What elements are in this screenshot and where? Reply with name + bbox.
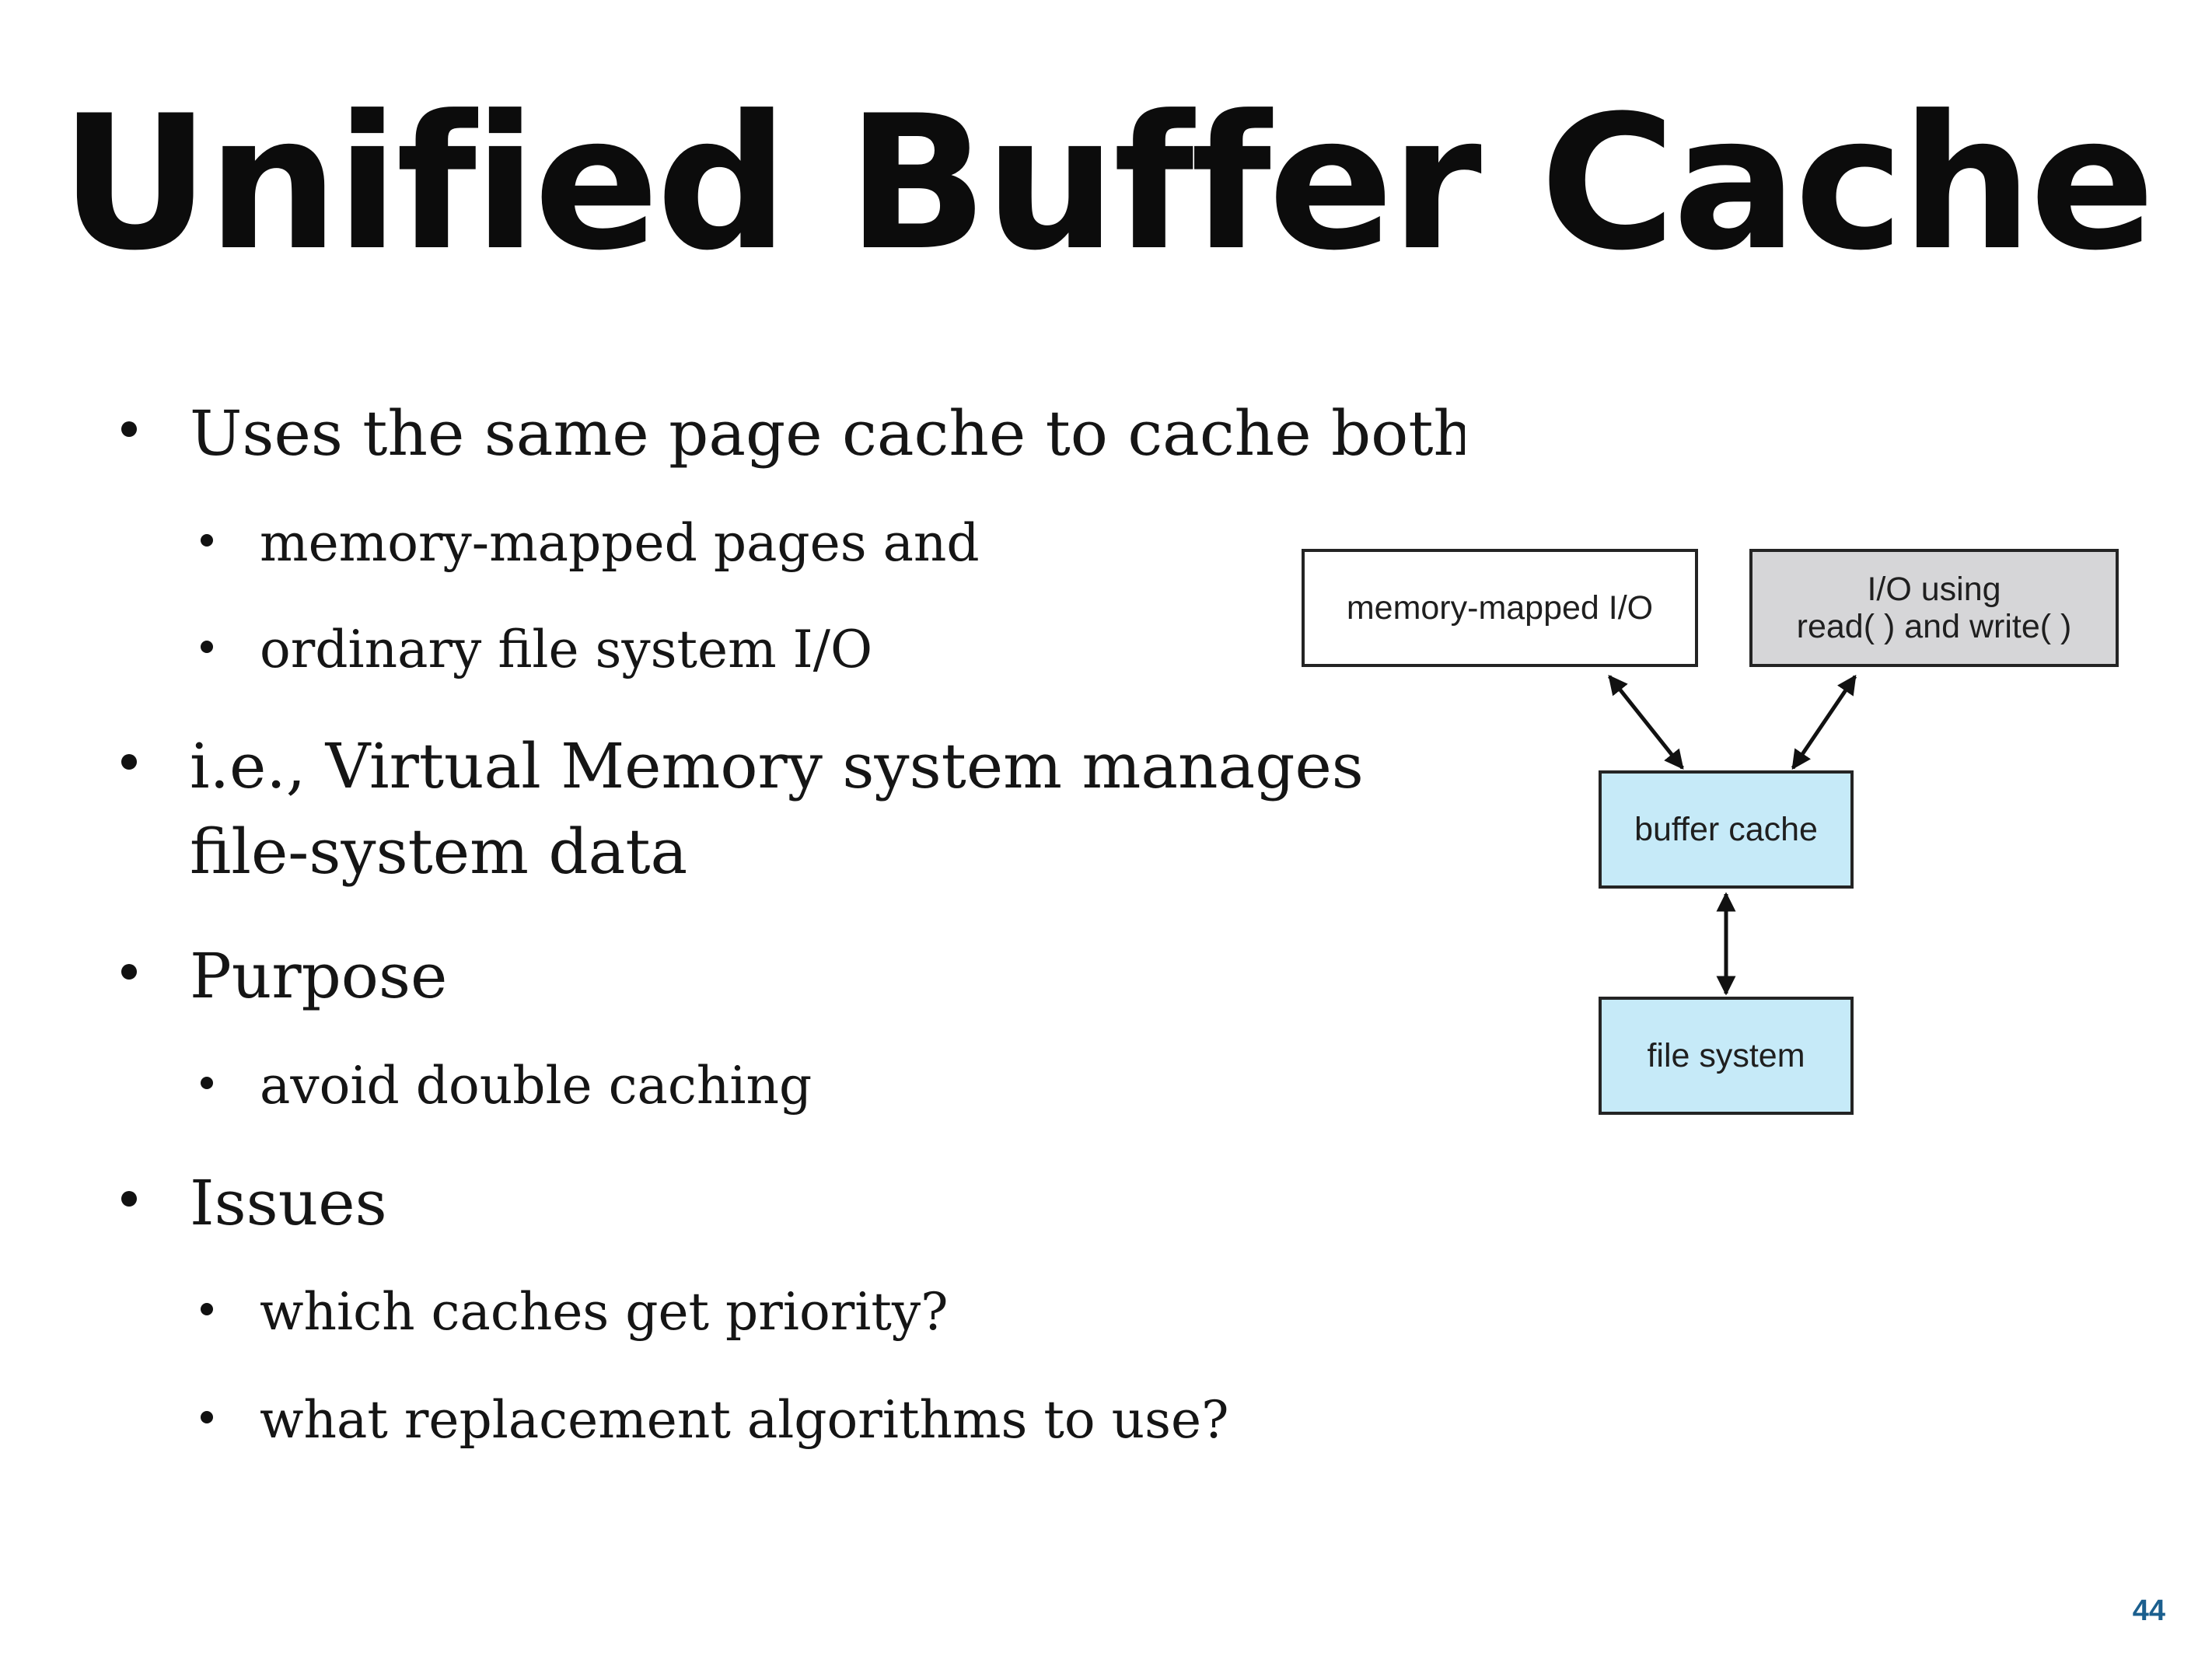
sub-bullet-memory-mapped-pages: memory-mapped pages and	[201, 510, 980, 577]
bullet-dot	[121, 754, 137, 770]
sub-bullet-which-caches-priority: which caches get priority?	[201, 1279, 949, 1346]
page-number: 44	[2132, 1594, 2165, 1627]
io-read-write-box: I/O using read( ) and write( )	[1749, 549, 2119, 667]
sub-bullet-dot	[201, 1077, 213, 1089]
bullet-dot	[121, 964, 137, 980]
sub-bullet-dot	[201, 1303, 213, 1315]
bullet-purpose: Purpose	[121, 936, 447, 1017]
sub-bullet-text: memory-mapped pages and	[260, 513, 980, 573]
buffer-cache-box: buffer cache	[1599, 770, 1854, 889]
bullet-dot	[121, 1191, 137, 1207]
bullet-text: Uses the same page cache to cache both	[190, 397, 1465, 470]
bullet-virtual-memory-manages: i.e., Virtual Memory system manages	[121, 726, 1364, 807]
bullet-issues: Issues	[121, 1163, 387, 1244]
bullet-text: Purpose	[190, 940, 448, 1012]
sub-bullet-ordinary-file-system-io: ordinary file system I/O	[201, 616, 872, 683]
sub-bullet-avoid-double-caching: avoid double caching	[201, 1053, 812, 1119]
sub-bullet-text: which caches get priority?	[260, 1282, 949, 1342]
bullet-text: i.e., Virtual Memory system manages	[190, 730, 1364, 802]
sub-bullet-dot	[201, 1411, 213, 1423]
sub-bullet-replacement-algorithms: what replacement algorithms to use?	[201, 1387, 1228, 1454]
box-label-line1: I/O using	[1867, 571, 2001, 608]
arrow-io-to-buffer	[1791, 674, 1857, 770]
sub-bullet-dot	[201, 641, 213, 653]
box-label: memory-mapped I/O	[1346, 589, 1654, 627]
bullet-dot	[121, 421, 137, 437]
file-system-box: file system	[1599, 997, 1854, 1115]
bullet-uses-same-page-cache: Uses the same page cache to cache both	[121, 393, 1465, 474]
box-label: file system	[1647, 1037, 1805, 1074]
sub-bullet-text: ordinary file system I/O	[260, 620, 873, 679]
arrow-mm-to-buffer	[1608, 675, 1684, 770]
slide-title: Unified Buffer Cache	[60, 76, 2155, 292]
diagram-arrows	[1608, 674, 1857, 996]
bullet-continuation-text: file-system data	[190, 816, 688, 888]
sub-bullet-dot	[201, 534, 213, 547]
box-label-line2: read( ) and write( )	[1796, 608, 2072, 645]
bullet-text: Issues	[190, 1167, 387, 1239]
sub-bullet-text: what replacement algorithms to use?	[260, 1390, 1229, 1450]
box-label: buffer cache	[1634, 811, 1818, 848]
sub-bullet-text: avoid double caching	[260, 1056, 812, 1116]
cache-diagram: memory-mapped I/O I/O using read( ) and …	[1291, 536, 2146, 1143]
memory-mapped-io-box: memory-mapped I/O	[1302, 549, 1698, 667]
